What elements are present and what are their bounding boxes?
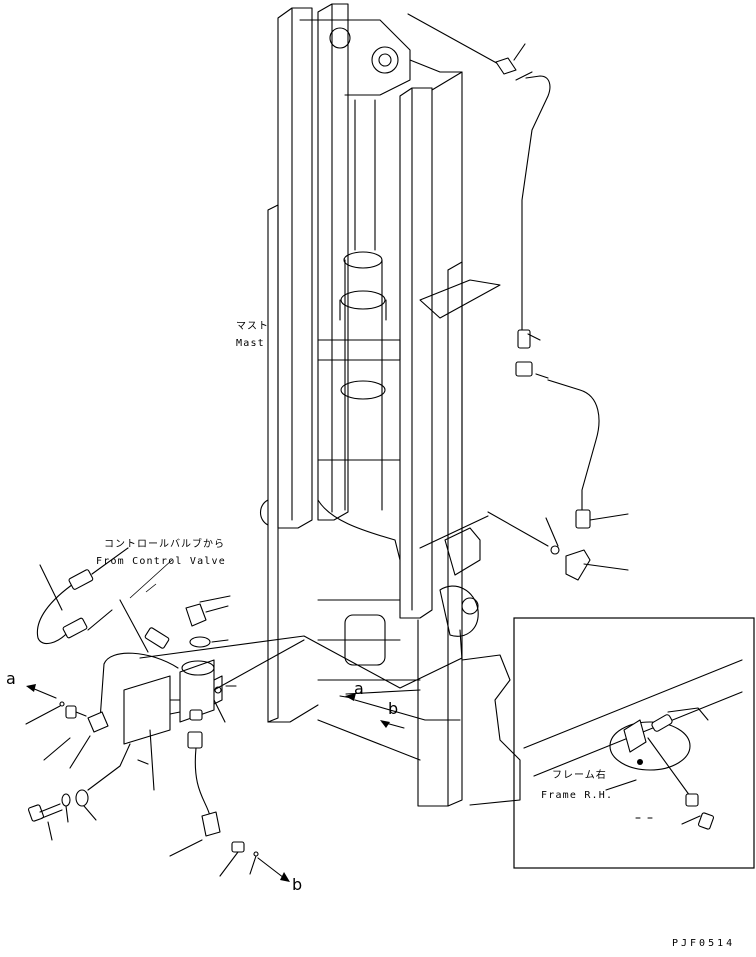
marker-b-bottom: b xyxy=(292,875,302,894)
frame-rh-label-en: Frame R.H. xyxy=(541,790,613,801)
marker-a-mast: a xyxy=(354,679,364,698)
upper-hose-assembly xyxy=(407,13,629,581)
control-valve-label-jp: コントロールバルブから xyxy=(104,537,225,550)
marker-a-left: a xyxy=(6,669,16,688)
mast-assembly xyxy=(259,3,521,807)
lower-valve-assembly xyxy=(25,547,463,882)
frame-rh-label-jp: フレーム右 xyxy=(552,768,607,781)
inset-frame-detail xyxy=(513,617,755,869)
drawing-code: PJF0514 xyxy=(672,938,735,949)
inset-border xyxy=(513,617,755,869)
mast-label-en: Mast xyxy=(236,338,265,349)
mast-label-jp: マスト xyxy=(236,321,269,332)
control-valve-label-en: From Control Valve xyxy=(96,556,226,567)
marker-b-mast: b xyxy=(388,699,398,718)
